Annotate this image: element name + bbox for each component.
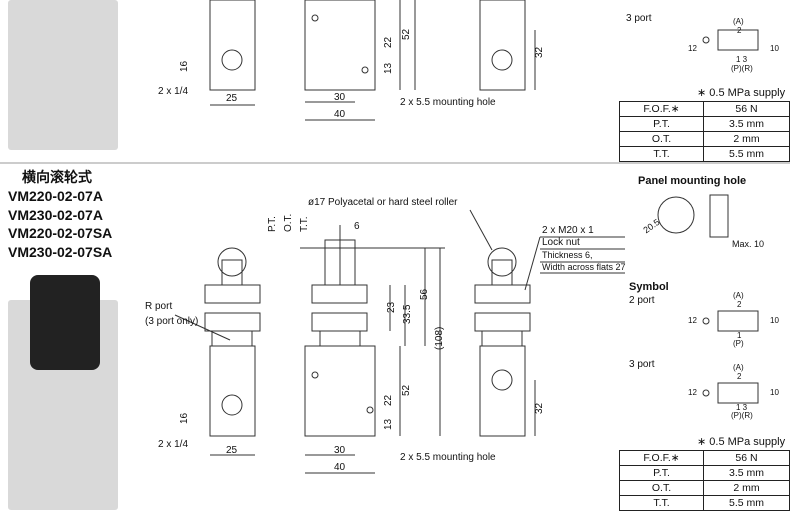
mount-label: 2 x 5.5 mounting hole [400, 97, 496, 108]
spec-table-top: F.O.F.∗56 N P.T.3.5 mm O.T.2 mm T.T.5.5 … [619, 101, 790, 162]
dim: 52 [401, 384, 412, 396]
panel-title: Panel mounting hole [638, 175, 747, 187]
dim: 30 [334, 445, 346, 456]
supply-note: ∗ 0.5 MPa supply [697, 436, 786, 448]
model-name: VM220-02-07SA [8, 225, 113, 241]
pipe-label: 2 x 1/4 [158, 86, 189, 97]
locknut-line: Lock nut [542, 237, 580, 248]
product-photo-top [8, 0, 118, 150]
dim: (108) [434, 326, 445, 350]
model-name: VM220-02-07A [8, 188, 103, 204]
dim: 56 [419, 288, 430, 300]
dim: 23 [386, 301, 397, 313]
dim: 16 [179, 412, 190, 424]
panel-max: Max. 10 [732, 239, 765, 249]
port3-label: 3 port [629, 359, 655, 370]
dim: 25 [226, 445, 238, 456]
symbol-10: 10 [770, 388, 779, 397]
dim: 32 [534, 402, 545, 414]
port-label: 3 port [626, 13, 652, 24]
dim: 33.5 [402, 304, 413, 324]
roller-label: ø17 Polyacetal or hard steel roller [308, 197, 458, 208]
dim: 40 [334, 462, 346, 473]
spec-table-bottom: F.O.F.∗56 N P.T.3.5 mm O.T.2 mm T.T.5.5 … [619, 450, 790, 511]
tt-label: T.T. [299, 216, 310, 232]
dim: 52 [401, 28, 412, 40]
mount-label: 2 x 5.5 mounting hole [400, 452, 496, 463]
locknut-line: Width across flats 27 [542, 262, 626, 272]
r-port-label: R port [145, 301, 173, 312]
symbol-title: Symbol [629, 281, 669, 293]
symbol-1: 1 [737, 331, 742, 340]
symbol-2: 2 [737, 300, 742, 309]
model-name: VM230-02-07SA [8, 244, 113, 260]
dim: 22 [383, 36, 394, 48]
dim: 13 [383, 62, 394, 74]
locknut-line: 2 x M20 x 1 [542, 225, 594, 236]
locknut-line: Thickness 6, [542, 250, 593, 260]
dim: 6 [354, 221, 360, 232]
symbol-13: 1 3 [736, 403, 748, 412]
symbol-10: 10 [770, 44, 779, 53]
pipe-label: 2 x 1/4 [158, 439, 189, 450]
port2-label: 2 port [629, 295, 655, 306]
symbol-p: (P) [733, 339, 744, 348]
symbol-a: (A) [733, 291, 744, 300]
symbol-12: 12 [688, 388, 697, 397]
symbol-10: 10 [770, 316, 779, 325]
r-port-note: (3 port only) [145, 316, 199, 327]
dim: 32 [534, 46, 545, 58]
model-name: VM230-02-07A [8, 207, 103, 223]
dim: 25 [226, 93, 238, 104]
dim: 16 [179, 60, 190, 72]
symbol-pr: (P)(R) [731, 64, 753, 73]
pt-label: P.T. [267, 216, 278, 232]
symbol-2: 2 [737, 26, 742, 35]
ot-label: O.T. [283, 213, 294, 232]
roller-lever-photo [30, 275, 100, 370]
symbol-2: 2 [737, 372, 742, 381]
symbol-pr: (P)(R) [731, 411, 753, 420]
symbol-13: 1 3 [736, 55, 748, 64]
dim: 30 [334, 92, 346, 103]
symbol-12: 12 [688, 44, 697, 53]
section-title-cn: 横向滚轮式 [22, 169, 92, 185]
symbol-a: (A) [733, 17, 744, 26]
symbol-a: (A) [733, 363, 744, 372]
dim: 22 [383, 394, 394, 406]
dim: 13 [383, 418, 394, 430]
symbol-12: 12 [688, 316, 697, 325]
supply-note: ∗ 0.5 MPa supply [697, 87, 786, 99]
dim: 40 [334, 109, 346, 120]
